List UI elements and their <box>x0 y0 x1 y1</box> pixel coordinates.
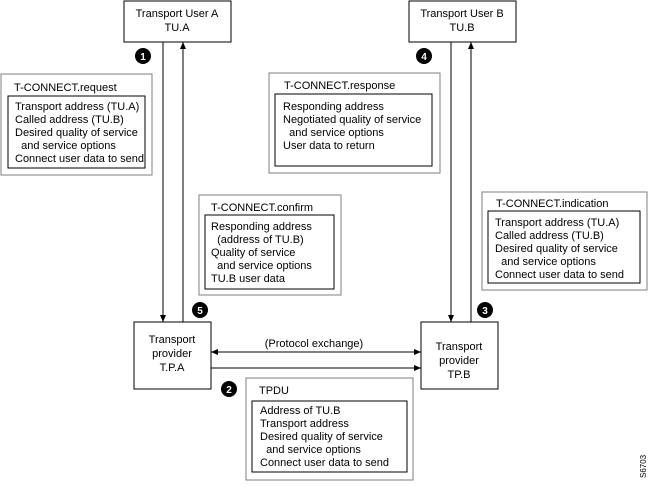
panel-tpdu-title: TPDU <box>259 385 289 397</box>
panel-response: T-CONNECT.response Responding address Ne… <box>268 72 441 174</box>
panel-indication-line: Connect user data to send <box>495 269 624 281</box>
panel-tpdu-line: Transport address <box>260 418 349 430</box>
panel-confirm-line: TU.B user data <box>211 273 286 285</box>
tua-line-1: Transport User A <box>136 8 219 20</box>
panel-request: T-CONNECT.request Transport address (TU.… <box>0 73 153 176</box>
step-2-label: 2 <box>226 385 232 396</box>
panel-confirm-line: and service options <box>211 260 312 272</box>
panel-indication-line: Desired quality of service <box>495 243 618 255</box>
transport-user-b: Transport User B TU.B <box>408 0 517 43</box>
panel-confirm: T-CONNECT.confirm Responding address (ad… <box>198 194 342 296</box>
step-marker-3: 3 <box>477 302 493 318</box>
panel-confirm-line: Responding address <box>211 221 312 233</box>
step-marker-5: 5 <box>192 302 208 318</box>
panel-request-line: Connect user data to send <box>15 153 144 165</box>
panel-request-line: Called address (TU.B) <box>15 114 124 126</box>
panel-confirm-line: Quality of service <box>211 247 295 259</box>
panel-response-title: T-CONNECT.response <box>284 80 395 92</box>
transport-user-a: Transport User A TU.A <box>123 0 232 43</box>
panel-indication: T-CONNECT.indication Transport address (… <box>481 191 648 291</box>
tpb-line-1: Transport <box>436 341 483 353</box>
step-1-label: 1 <box>140 52 146 63</box>
tub-line-1: Transport User B <box>420 8 503 20</box>
panel-request-title: T-CONNECT.request <box>14 82 117 94</box>
panel-tpdu-line: and service options <box>260 444 361 456</box>
step-marker-2: 2 <box>221 381 237 397</box>
panel-indication-line: Transport address (TU.A) <box>495 217 619 229</box>
panel-request-line: Desired quality of service <box>15 127 138 139</box>
panel-tpdu: TPDU Address of TU.B Transport address D… <box>245 377 414 481</box>
tpa-line-2: provider <box>152 348 192 360</box>
panel-response-line: User data to return <box>283 140 375 152</box>
step-5-label: 5 <box>197 306 203 317</box>
panel-indication-line: Called address (TU.B) <box>495 230 604 242</box>
panel-request-line: Transport address (TU.A) <box>15 101 139 113</box>
panel-indication-line: and service options <box>495 256 596 268</box>
panel-response-line: Responding address <box>283 101 384 113</box>
tub-line-2: TU.B <box>449 22 474 34</box>
protocol-exchange-label: (Protocol exchange) <box>265 338 363 350</box>
panel-indication-title: T-CONNECT.indication <box>496 198 608 210</box>
figure-id: S6703 <box>639 454 648 478</box>
panel-confirm-line: (address of TU.B) <box>211 234 304 246</box>
tpb-line-3: TP.B <box>447 369 470 381</box>
transport-provider-b: Transport provider TP.B <box>420 321 499 390</box>
tpa-line-1: Transport <box>149 334 196 346</box>
tpb-line-2: provider <box>439 355 479 367</box>
tua-line-2: TU.A <box>164 22 190 34</box>
panel-tpdu-line: Connect user data to send <box>260 457 389 469</box>
tpa-line-3: T.P.A <box>160 362 186 374</box>
step-3-label: 3 <box>482 306 488 317</box>
step-marker-1: 1 <box>135 48 151 64</box>
panel-confirm-title: T-CONNECT.confirm <box>211 202 313 214</box>
panel-request-line: and service options <box>15 140 116 152</box>
panel-response-line: and service options <box>283 127 384 139</box>
panel-tpdu-line: Address of TU.B <box>260 405 341 417</box>
step-4-label: 4 <box>421 52 427 63</box>
panel-tpdu-line: Desired quality of service <box>260 431 383 443</box>
step-marker-4: 4 <box>416 48 432 64</box>
transport-provider-a: Transport provider T.P.A <box>133 321 212 390</box>
panel-response-line: Negotiated quality of service <box>283 114 421 126</box>
